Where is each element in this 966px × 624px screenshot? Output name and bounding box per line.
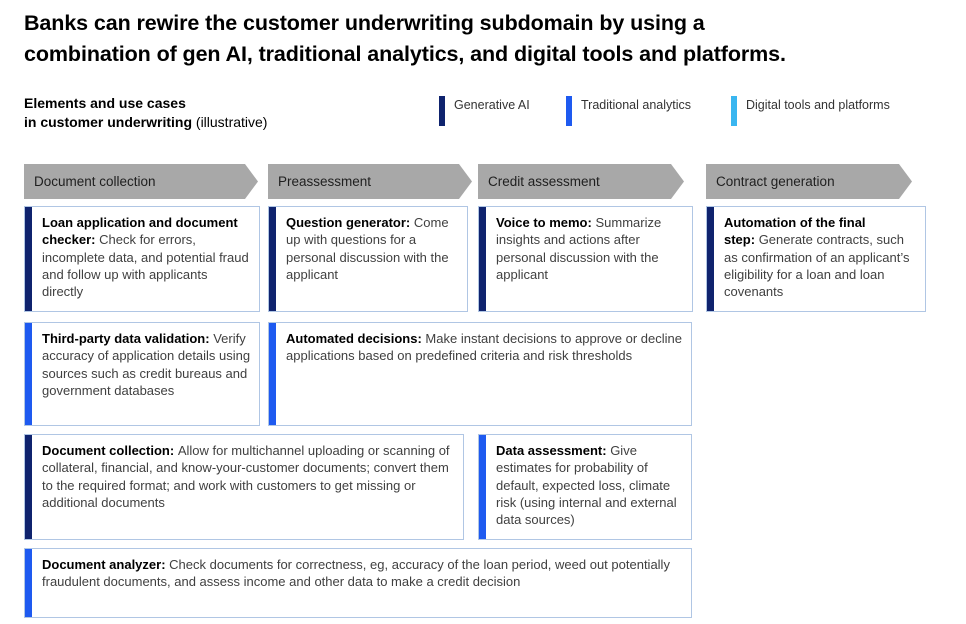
card-lead: Loan application and document checker: <box>42 215 238 248</box>
phase-label: Contract generation <box>716 174 835 189</box>
phase-label: Preassessment <box>278 174 372 189</box>
card-text: Data assessment:Give estimates for proba… <box>496 442 683 528</box>
card-text: Voice to memo:Summarize insights and act… <box>496 214 684 283</box>
phase-label: Document collection <box>34 174 156 189</box>
card-body: Allow for multichannel uploading or scan… <box>42 443 450 510</box>
card-document-collection: Document collection:Allow for multichann… <box>24 434 464 540</box>
card-body: Verify accuracy of application details u… <box>42 331 251 398</box>
card-text: Automated decisions:Make instant decisio… <box>286 330 683 365</box>
card-lead: Document analyzer: <box>42 557 166 572</box>
phase-label: Credit assessment <box>488 174 600 189</box>
card-lead: Automation of the final step: <box>724 215 866 248</box>
exhibit-subtitle: Elements and use cases in customer under… <box>24 94 424 133</box>
phase-arrow-preassessment: Preassessment <box>268 164 472 199</box>
card-body: Summarize insights and actions after per… <box>496 215 662 282</box>
card-automation-final-step: Automation of the final step:Generate co… <box>706 206 926 312</box>
card-text: Third-party data validation:Verify accur… <box>42 330 251 399</box>
card-lead: Automated decisions: <box>286 331 422 346</box>
legend-item-traditional-analytics: Traditional analytics <box>566 96 691 126</box>
card-lead: Voice to memo: <box>496 215 592 230</box>
category-bar-traditional-analytics <box>479 435 486 539</box>
card-automated-decisions: Automated decisions:Make instant decisio… <box>268 322 692 426</box>
card-question-generator: Question generator:Come up with question… <box>268 206 468 312</box>
subtitle-bold: Elements and use cases in customer under… <box>24 95 193 131</box>
card-text: Automation of the final step:Generate co… <box>724 214 917 300</box>
card-third-party-data-validation: Third-party data validation:Verify accur… <box>24 322 260 426</box>
category-bar-generative-ai <box>707 207 714 311</box>
page-title: Banks can rewire the customer underwriti… <box>24 11 786 66</box>
category-bar-generative-ai <box>269 207 276 311</box>
category-bar-traditional-analytics <box>25 323 32 425</box>
traditional-analytics-swatch-icon <box>566 96 572 126</box>
card-body: Generate contracts, such as confirmation… <box>724 232 910 300</box>
card-loan-application-document-checker: Loan application and document checker:Ch… <box>24 206 260 312</box>
digital-tools-swatch-icon <box>731 96 737 126</box>
card-lead: Data assessment: <box>496 443 607 458</box>
card-body: Come up with questions for a personal di… <box>286 215 449 282</box>
category-bar-generative-ai <box>25 435 32 539</box>
legend-label: Digital tools and platforms <box>746 98 890 112</box>
category-bar-traditional-analytics <box>269 323 276 425</box>
category-bar-generative-ai <box>25 207 32 311</box>
legend-item-digital-tools: Digital tools and platforms <box>731 96 890 126</box>
legend-label: Generative AI <box>454 98 530 112</box>
card-lead: Third-party data validation: <box>42 331 210 346</box>
card-body: Check for errors, incomplete data, and p… <box>42 232 249 300</box>
card-voice-to-memo: Voice to memo:Summarize insights and act… <box>478 206 693 312</box>
legend-label: Traditional analytics <box>581 98 692 112</box>
phase-arrow-credit-assessment: Credit assessment <box>478 164 684 199</box>
generative-ai-swatch-icon <box>439 96 445 126</box>
card-body: Check documents for correctness, eg, acc… <box>42 557 670 590</box>
subtitle-note: (illustrative) <box>192 114 268 131</box>
category-bar-generative-ai <box>479 207 486 311</box>
card-lead: Question generator: <box>286 215 411 230</box>
category-bar-traditional-analytics <box>25 549 32 617</box>
phase-arrow-document-collection: Document collection <box>24 164 258 199</box>
card-document-analyzer: Document analyzer:Check documents for co… <box>24 548 692 618</box>
card-body: Give estimates for probability of defaul… <box>496 443 677 528</box>
card-data-assessment: Data assessment:Give estimates for proba… <box>478 434 692 540</box>
card-text: Document collection:Allow for multichann… <box>42 442 455 511</box>
legend-item-generative-ai: Generative AI <box>439 96 530 126</box>
card-text: Loan application and document checker:Ch… <box>42 214 251 300</box>
card-text: Document analyzer:Check documents for co… <box>42 556 683 591</box>
card-text: Question generator:Come up with question… <box>286 214 459 283</box>
card-lead: Document collection: <box>42 443 175 458</box>
phase-arrow-contract-generation: Contract generation <box>706 164 912 199</box>
card-body: Make instant decisions to approve or dec… <box>286 331 682 364</box>
